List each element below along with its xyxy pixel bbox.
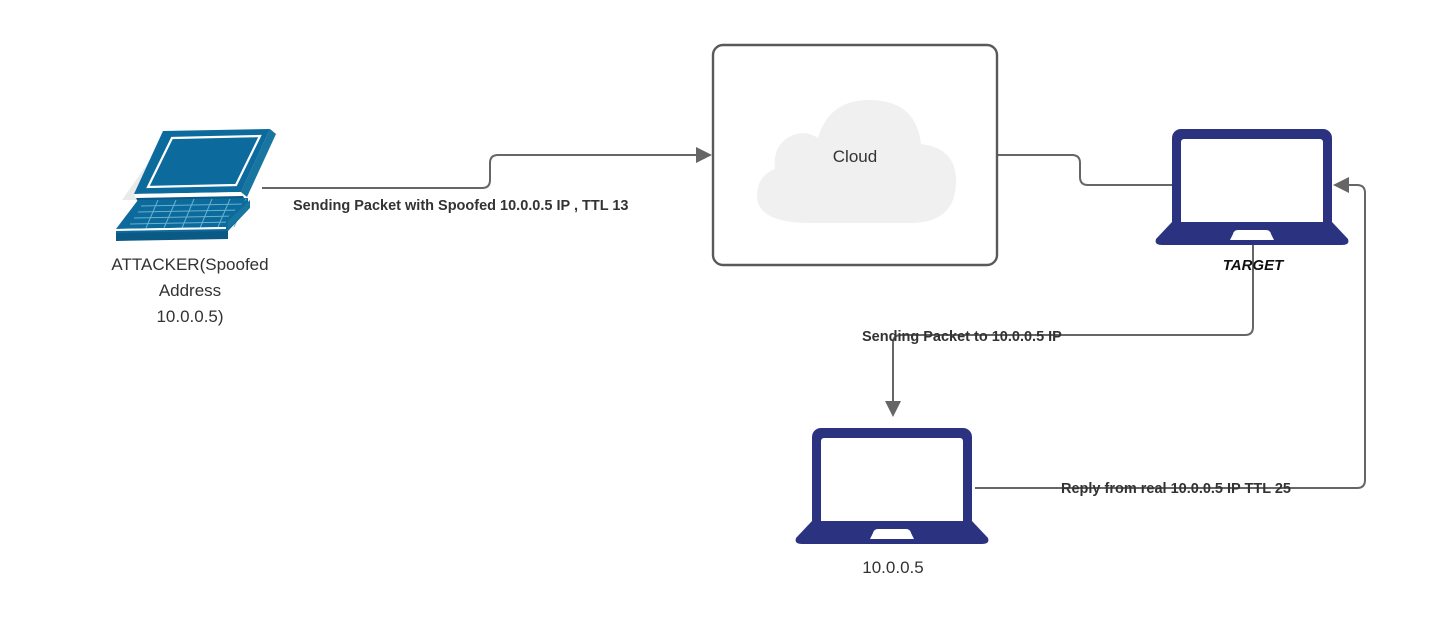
attacker-label-line-3: 10.0.0.5) bbox=[156, 307, 223, 326]
connector-real-host-to-target bbox=[975, 184, 1366, 489]
edge-label-real-host-to-target: Reply from real 10.0.0.5 IP TTL 25 bbox=[1061, 481, 1291, 497]
cloud-label: Cloud bbox=[833, 147, 877, 166]
target-label: TARGET bbox=[1223, 257, 1285, 274]
keyboard-grid bbox=[129, 198, 247, 229]
edge-cloud-to-target bbox=[997, 154, 1172, 186]
laptop-3d-teal-icon bbox=[116, 129, 276, 241]
edge-real-host-to-target bbox=[975, 177, 1366, 489]
arrowhead-into-real-host bbox=[885, 401, 901, 417]
edge-label-attacker-to-cloud: Sending Packet with Spoofed 10.0.0.5 IP … bbox=[293, 198, 628, 214]
arrowhead-into-cloud bbox=[696, 147, 712, 163]
laptop-front-navy-icon-target bbox=[1155, 129, 1349, 245]
connector-target-to-real-host bbox=[892, 240, 1254, 404]
node-target[interactable]: TARGET bbox=[1155, 129, 1349, 274]
arrowhead-into-target bbox=[1333, 177, 1349, 193]
real-host-label: 10.0.0.5 bbox=[862, 558, 923, 577]
edge-target-to-real-host bbox=[885, 240, 1254, 417]
node-attacker[interactable]: ATTACKER(Spoofed Address 10.0.0.5) bbox=[111, 129, 276, 326]
attacker-label-line-1: ATTACKER(Spoofed bbox=[111, 255, 268, 274]
attacker-label-line-2: Address bbox=[159, 281, 221, 300]
connector-cloud-to-target bbox=[997, 154, 1172, 186]
node-cloud[interactable]: Cloud bbox=[711, 43, 999, 267]
cloud-icon bbox=[757, 100, 956, 223]
edge-label-target-to-real-host: Sending Packet to 10.0.0.5 IP bbox=[862, 329, 1062, 345]
node-real-host[interactable]: 10.0.0.5 bbox=[795, 428, 989, 577]
connector-attacker-to-cloud bbox=[262, 154, 703, 189]
edge-attacker-to-cloud bbox=[262, 147, 712, 189]
laptop-front-navy-icon-real-host bbox=[795, 428, 989, 544]
